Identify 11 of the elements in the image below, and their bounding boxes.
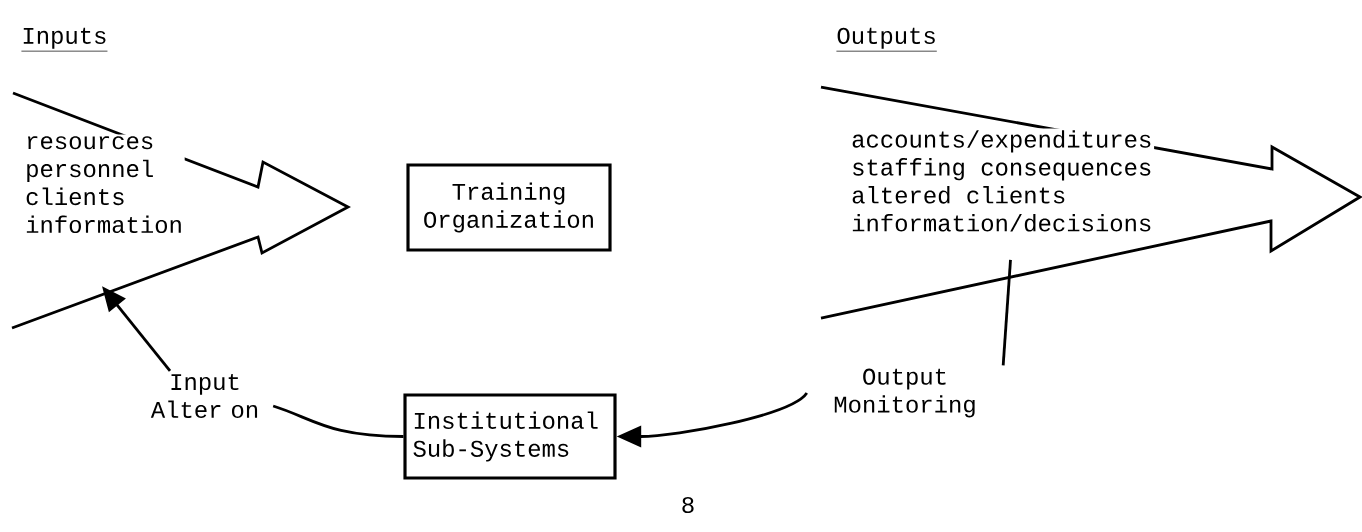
item-list: resources personnel clients information bbox=[23, 134, 185, 235]
heading: Outputs bbox=[836, 27, 938, 52]
heading: Inputs bbox=[21, 27, 108, 52]
connector bbox=[1001, 259, 1012, 366]
process-box: Training Organization bbox=[406, 163, 612, 252]
node-text: Input Alter on bbox=[150, 374, 258, 419]
process-box: Institutional Sub-Systems bbox=[403, 393, 617, 480]
connector bbox=[272, 404, 404, 438]
item-list: accounts/expenditures staffing consequences altered clients information/decisions bbox=[849, 128, 1155, 234]
page-number: 8 bbox=[682, 496, 694, 514]
node-text: Output Monitoring bbox=[834, 368, 975, 418]
